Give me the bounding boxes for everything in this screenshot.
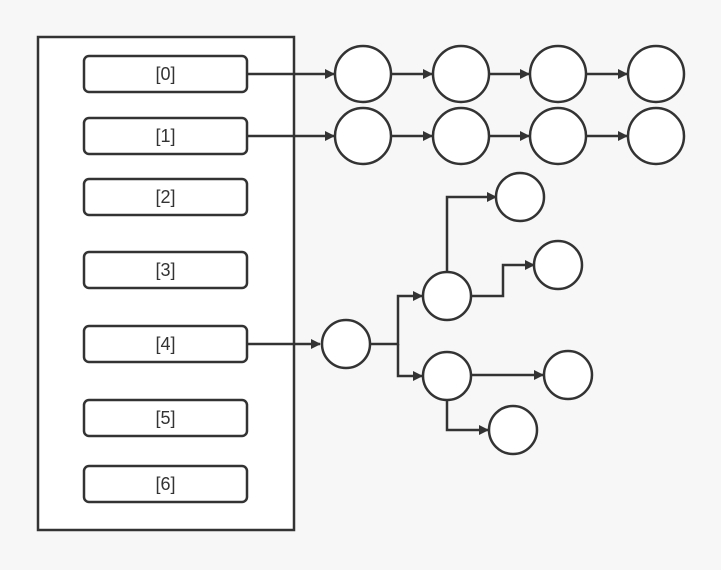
tree-leaf-node (487, 404, 539, 456)
slot-label: [0] (155, 64, 175, 84)
slot-label: [6] (155, 474, 175, 494)
chain-node (626, 106, 686, 166)
slot-6: [6] (82, 464, 249, 504)
chain-node (528, 44, 588, 104)
edge-arrow (471, 260, 535, 298)
chain-node (626, 44, 686, 104)
tree-4 (247, 171, 594, 456)
slot-label: [5] (155, 408, 175, 428)
tree-child-node (421, 350, 473, 402)
chain-node (333, 106, 393, 166)
slot-label: [3] (155, 260, 175, 280)
tree-leaf-node (532, 239, 584, 291)
chain-1 (247, 106, 686, 166)
edge-arrow (445, 192, 497, 272)
tree-leaf-node (494, 171, 546, 223)
slot-label: [4] (155, 334, 175, 354)
slot-1: [1] (82, 116, 249, 156)
tree-root-node (320, 318, 372, 370)
slot-0: [0] (82, 54, 249, 94)
tree-leaf-node (542, 349, 594, 401)
slot-label: [1] (155, 126, 175, 146)
chain-node (431, 44, 491, 104)
slot-2: [2] (82, 177, 249, 217)
chain-0 (247, 44, 686, 104)
edge-arrow (396, 344, 423, 381)
tree-child-node (421, 270, 473, 322)
chain-node (333, 44, 393, 104)
slot-3: [3] (82, 250, 249, 290)
edge-arrow (445, 400, 489, 435)
chain-node (528, 106, 588, 166)
chain-node (431, 106, 491, 166)
edge-arrow (370, 291, 423, 346)
slot-4: [4] (82, 324, 249, 364)
slot-5: [5] (82, 398, 249, 438)
slot-label: [2] (155, 187, 175, 207)
